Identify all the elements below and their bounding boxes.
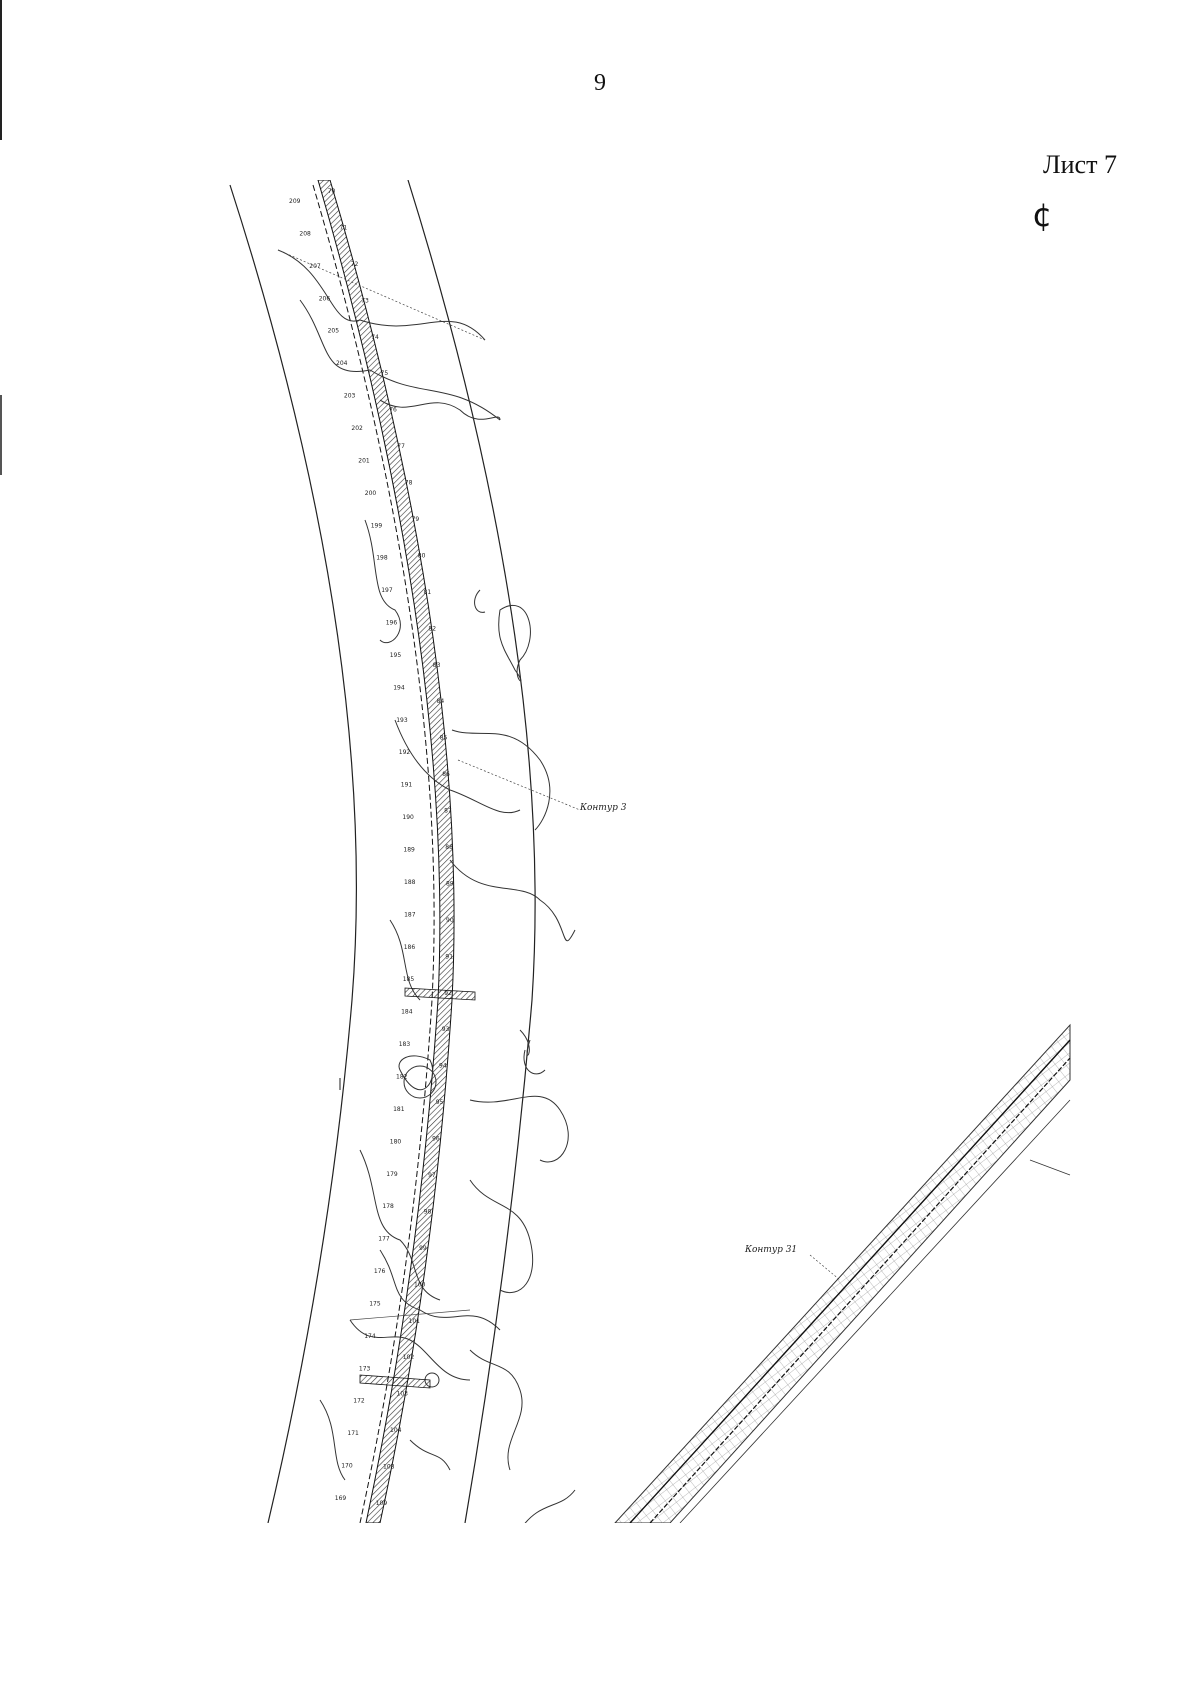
point-label: 176 (374, 1268, 386, 1275)
point-label: 184 (401, 1009, 413, 1016)
axis-symbol: ¢ (1032, 196, 1053, 234)
point-label: 198 (376, 555, 388, 562)
point-label: 202 (351, 425, 363, 432)
point-label: 75 (381, 370, 389, 377)
point-label: 90 (446, 917, 454, 924)
point-label: 177 (378, 1236, 390, 1243)
point-label: 104 (390, 1427, 402, 1434)
point-label: 92 (444, 990, 452, 997)
point-label: 95 (436, 1099, 444, 1106)
point-label: 86 (442, 771, 450, 778)
point-label: 206 (319, 295, 331, 302)
point-label: 91 (445, 953, 453, 960)
point-label: 102 (403, 1354, 415, 1361)
point-label: 196 (386, 620, 398, 627)
point-labels-left: 209 208 207 206 205 204 203 202 201 200 199 198 197 1… (289, 198, 416, 1502)
point-label: 169 (335, 1495, 347, 1502)
point-label: 195 (390, 652, 402, 659)
point-label: 208 (299, 230, 311, 237)
point-label: 179 (386, 1171, 398, 1178)
point-label: 199 (371, 522, 383, 529)
point-label: 79 (412, 516, 420, 523)
point-labels-right: 70 71 72 73 74 75 76 77 78 79 80 81 82 83 84 85 86 87 88 89… (328, 188, 454, 1507)
point-label: 97 (428, 1172, 436, 1179)
point-label: 171 (347, 1430, 359, 1437)
point-label: 189 (403, 847, 415, 854)
point-label: 207 (309, 263, 321, 270)
contour-label: Контур 3 (579, 803, 627, 813)
point-label: 109 (376, 1500, 388, 1507)
point-label: 181 (393, 1106, 405, 1113)
point-label: 88 (445, 844, 453, 851)
point-label: 100 (414, 1281, 426, 1288)
point-label: 87 (444, 808, 452, 815)
point-label: 94 (439, 1063, 447, 1070)
point-label: 187 (404, 911, 416, 918)
point-label: 101 (409, 1318, 421, 1325)
point-label: 185 (403, 976, 415, 983)
point-label: 201 (358, 457, 370, 464)
point-label: 83 (433, 662, 441, 669)
binding-edge-mark (0, 395, 2, 475)
corridor-boundary-left (229, 184, 357, 1523)
sheet-label: Лист 7 (1043, 150, 1117, 179)
corridor-boundary-right (407, 180, 536, 1523)
hatched-strip (317, 180, 455, 1523)
point-label: 209 (289, 198, 301, 205)
point-label: 74 (371, 334, 379, 341)
point-label: 98 (424, 1208, 432, 1215)
point-label: 73 (361, 297, 369, 304)
point-label: 82 (428, 625, 436, 632)
point-label: 197 (381, 587, 393, 594)
point-label: 108 (383, 1464, 395, 1471)
point-label: 178 (382, 1203, 394, 1210)
point-label: 190 (402, 814, 414, 821)
point-label: 70 (328, 188, 336, 195)
point-label: 175 (369, 1301, 381, 1308)
point-label: 103 (397, 1391, 409, 1398)
contour-label: Контур 31 (744, 1245, 797, 1255)
point-label: 99 (419, 1245, 427, 1252)
point-label: 174 (364, 1333, 376, 1340)
point-label: 96 (432, 1136, 440, 1143)
point-label: 77 (397, 443, 405, 450)
point-label: 193 (396, 717, 408, 724)
point-label: 204 (336, 360, 348, 367)
point-label: 81 (424, 589, 432, 596)
point-label: 194 (393, 684, 405, 691)
point-label: 182 (396, 1074, 408, 1081)
point-label: 78 (405, 480, 413, 487)
point-label: 180 (390, 1138, 402, 1145)
point-label: 203 (344, 393, 356, 400)
dashed-centerline (312, 184, 435, 1523)
inset-corridor (614, 1023, 1071, 1523)
point-label: 71 (340, 224, 348, 231)
point-label: 84 (437, 698, 445, 705)
binding-edge-mark (0, 0, 2, 140)
point-label: 76 (389, 407, 397, 414)
point-label: 186 (404, 944, 416, 951)
point-label: 89 (446, 880, 454, 887)
point-label: 188 (404, 879, 416, 886)
point-label: 72 (351, 261, 359, 268)
point-label: 173 (359, 1365, 371, 1372)
point-label: 172 (353, 1398, 365, 1405)
cross-strip (404, 987, 476, 1001)
point-label: 93 (442, 1026, 450, 1033)
point-label: 191 (401, 782, 413, 789)
point-label: 85 (440, 735, 448, 742)
page-number: 9 (594, 70, 606, 96)
point-label: 183 (399, 1041, 411, 1048)
point-label: 170 (341, 1463, 353, 1470)
cross-strip (359, 1374, 431, 1389)
point-label: 192 (399, 749, 411, 756)
point-label: 80 (418, 552, 426, 559)
point-label: 200 (365, 490, 377, 497)
point-label: 205 (328, 328, 340, 335)
